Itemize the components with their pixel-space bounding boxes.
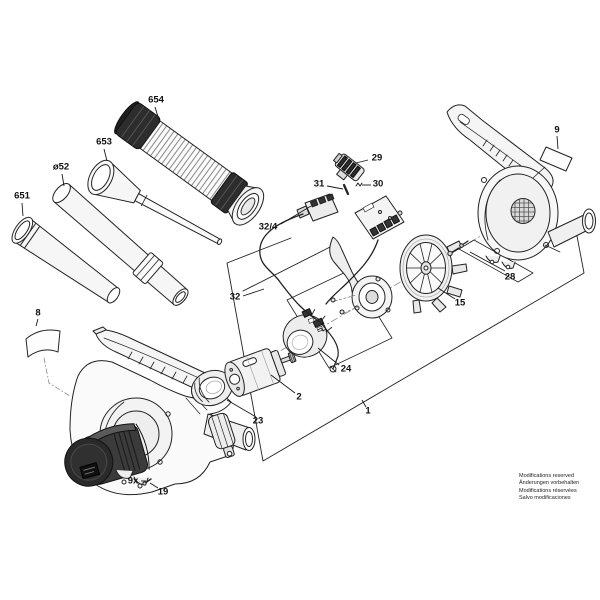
leader-line-32 bbox=[242, 288, 265, 297]
callout-9: 9 bbox=[554, 124, 560, 136]
nozzle-tube-651 bbox=[11, 216, 121, 304]
revision-notice: Modifications reserved Änderungen vorbeh… bbox=[519, 473, 579, 503]
leader-line-32-4 bbox=[280, 205, 312, 225]
leader-line-2 bbox=[270, 374, 296, 394]
leader-line-9 bbox=[556, 135, 559, 150]
leader-line-19 bbox=[149, 482, 159, 489]
callout-28: 28 bbox=[504, 271, 516, 283]
label-sticker-8 bbox=[25, 329, 61, 358]
callout-2: 2 bbox=[296, 391, 302, 403]
leader-line-651 bbox=[21, 202, 24, 217]
callout-32-4: 32/4 bbox=[258, 221, 278, 233]
cone-nozzle-653 bbox=[87, 159, 223, 246]
callout-653: 653 bbox=[96, 136, 112, 148]
vent-grille bbox=[511, 199, 535, 223]
group-box-32 bbox=[242, 242, 339, 292]
motor-cover-dark bbox=[64, 423, 150, 487]
callout-654: 654 bbox=[148, 94, 164, 106]
leader-line-28 bbox=[469, 251, 506, 272]
leader-line-15 bbox=[437, 287, 456, 300]
label-sticker-9 bbox=[539, 146, 573, 172]
notice-line-fr: Modifications réservées bbox=[519, 487, 577, 494]
leader-line--52 bbox=[61, 173, 65, 187]
callout-32: 32 bbox=[229, 291, 241, 303]
controller-module bbox=[354, 195, 405, 240]
leader-line-653 bbox=[103, 148, 108, 162]
callout-651: 651 bbox=[14, 190, 30, 202]
main-housing-assembly bbox=[64, 326, 256, 496]
callout-30: 30 bbox=[372, 178, 384, 190]
outlet-clamp bbox=[207, 412, 236, 458]
callout-23: 23 bbox=[252, 415, 264, 427]
screws-28 bbox=[447, 240, 469, 257]
leader-line-31 bbox=[326, 185, 344, 190]
callout--52: ø52 bbox=[52, 161, 70, 173]
leader-line-23 bbox=[226, 399, 257, 418]
blower-tube-o52 bbox=[52, 183, 189, 306]
motor-bracket bbox=[301, 236, 393, 333]
fan-wheel-15 bbox=[399, 234, 468, 314]
callout-24: 24 bbox=[340, 363, 352, 375]
callout-8: 8 bbox=[35, 307, 41, 319]
leader-line-29 bbox=[355, 159, 369, 164]
group-box-1 bbox=[226, 235, 585, 462]
notice-line-en: Modifications reserved bbox=[519, 473, 575, 479]
group-box-screws-28 bbox=[458, 239, 534, 283]
leader-line-8 bbox=[35, 318, 39, 327]
sticker-8-placement-line bbox=[43, 357, 71, 397]
callout-29: 29 bbox=[371, 152, 383, 164]
leader-line-654 bbox=[154, 106, 160, 121]
screw-19 bbox=[142, 478, 152, 486]
sticker-9-placement-line bbox=[532, 166, 546, 179]
callout-19: 19 bbox=[157, 486, 169, 498]
flexible-hose-654 bbox=[114, 101, 265, 226]
notice-line-de: Änderungen vorbehalten bbox=[519, 480, 580, 487]
wiring-harness-32 bbox=[259, 213, 379, 373]
damper-ring-23 bbox=[191, 369, 233, 407]
notice-line-es: Salvo modificaciones bbox=[519, 495, 571, 502]
callout-15: 15 bbox=[454, 297, 466, 309]
trigger-switch-29 bbox=[333, 152, 365, 182]
spring-30 bbox=[355, 182, 363, 187]
callout-9x: 9x bbox=[127, 475, 139, 487]
spring-31 bbox=[342, 183, 350, 196]
leader-line-1 bbox=[361, 399, 367, 408]
callout-1: 1 bbox=[365, 405, 371, 417]
callout-31: 31 bbox=[313, 178, 325, 190]
leader-line-24 bbox=[317, 347, 340, 366]
motor-2 bbox=[224, 348, 297, 397]
right-housing-half bbox=[446, 104, 596, 270]
